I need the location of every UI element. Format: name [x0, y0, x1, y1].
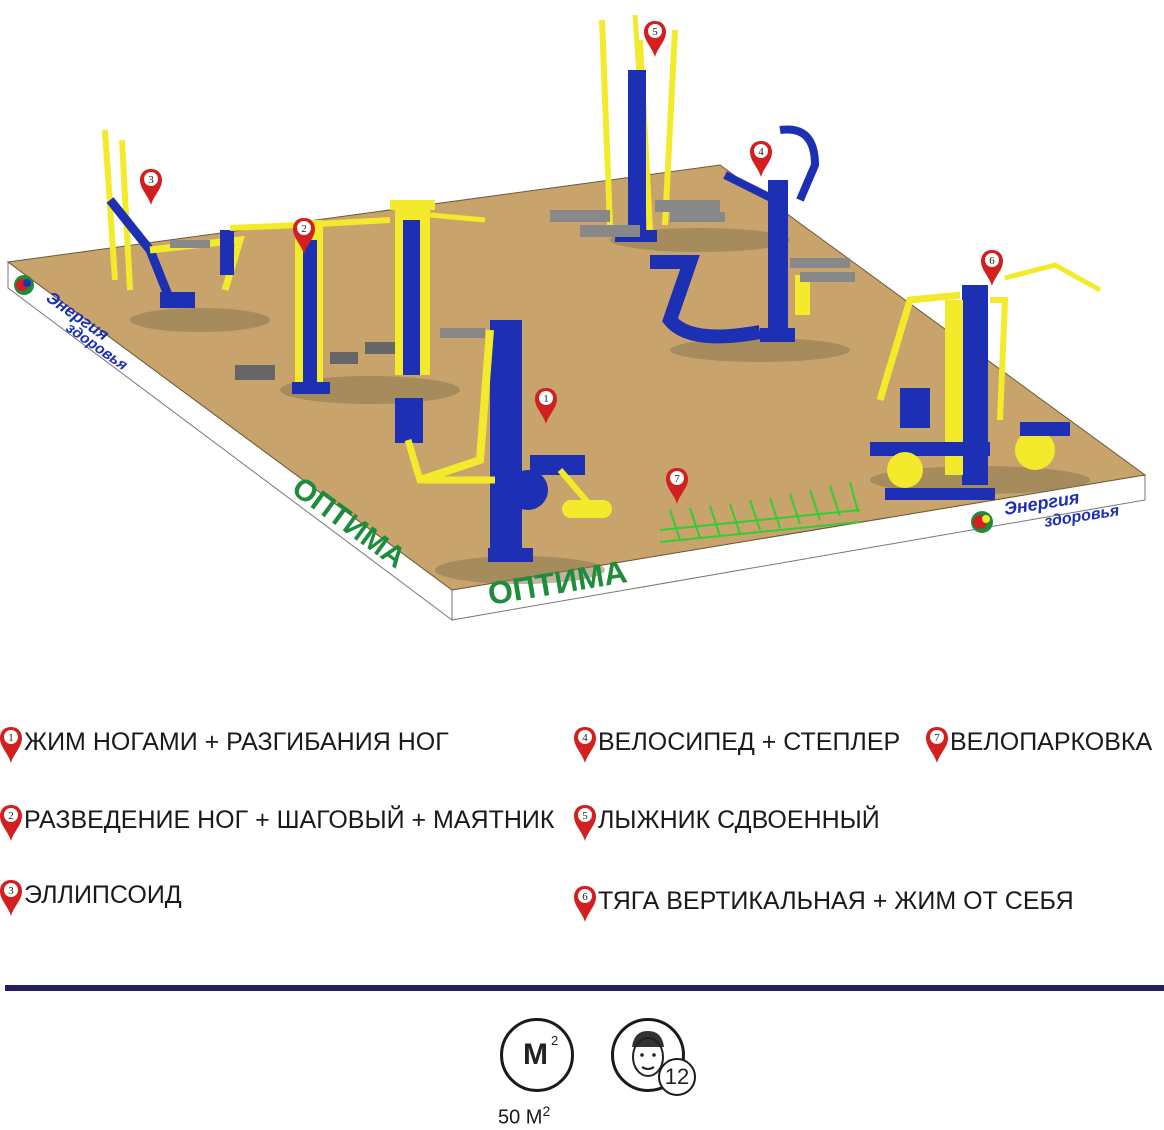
- svg-text:1: 1: [8, 732, 14, 744]
- equipment-bike-stepper: [650, 125, 855, 344]
- scene-marker-5: 5: [644, 21, 666, 57]
- legend-item-1: 1 ЖИМ НОГАМИ + РАЗГИБАНИЯ НОГ: [0, 727, 449, 765]
- user-count: 12: [664, 1064, 690, 1089]
- svg-text:6: 6: [989, 255, 995, 267]
- svg-text:6: 6: [582, 891, 588, 903]
- playground-illustration: Энергия здоровья Энергия здоровья ОПТИМА…: [6, 14, 1147, 621]
- legend-item-2: 2 РАЗВЕДЕНИЕ НОГ + ШАГОВЫЙ + МАЯТНИК: [0, 805, 554, 843]
- scene-marker-6: 6: [981, 250, 1003, 286]
- svg-text:4: 4: [582, 732, 588, 744]
- legend-label: ЛЫЖНИК СДВОЕННЫЙ: [598, 806, 880, 834]
- svg-text:5: 5: [652, 26, 658, 38]
- scene-marker-4: 4: [750, 141, 772, 177]
- map-pin-icon: 5: [574, 805, 596, 841]
- scene-marker-2: 2: [293, 218, 315, 254]
- legend-item-5: 5 ЛЫЖНИК СДВОЕННЫЙ: [574, 805, 880, 843]
- user-face-icon: [611, 1018, 685, 1092]
- legend-label: ТЯГА ВЕРТИКАЛЬНАЯ + ЖИМ ОТ СЕБЯ: [598, 887, 1074, 915]
- divider-line: [5, 985, 1164, 991]
- equipment-leg-press: [395, 320, 612, 562]
- svg-text:2: 2: [8, 810, 14, 822]
- map-pin-icon: 1: [0, 727, 22, 763]
- svg-text:5: 5: [582, 810, 588, 822]
- area-symbol: M: [523, 1038, 548, 1071]
- area-icon: M 2: [500, 1018, 574, 1092]
- equipment-ellipsoid: [102, 129, 245, 308]
- svg-text:3: 3: [8, 885, 14, 897]
- svg-text:1: 1: [543, 393, 549, 405]
- legend-item-6: 6 ТЯГА ВЕРТИКАЛЬНАЯ + ЖИМ ОТ СЕБЯ: [574, 886, 1074, 924]
- platform-top: [6, 164, 1147, 591]
- map-pin-icon: 6: [574, 886, 596, 922]
- scene-marker-1: 1: [535, 388, 557, 424]
- svg-text:7: 7: [674, 473, 680, 485]
- scene-marker-3: 3: [140, 169, 162, 205]
- svg-text:3: 3: [148, 174, 154, 186]
- svg-text:4: 4: [758, 146, 764, 158]
- legend-label: ВЕЛОПАРКОВКА: [950, 728, 1153, 756]
- area-symbol-exponent: 2: [551, 1033, 559, 1048]
- map-pin-icon: 3: [0, 880, 22, 916]
- area-value: 50 М2: [498, 1103, 551, 1129]
- equipment-double-skier: [550, 14, 725, 242]
- legend-label: ВЕЛОСИПЕД + СТЕПЛЕР: [598, 728, 901, 756]
- svg-text:2: 2: [301, 223, 307, 235]
- face-icon: [632, 1031, 664, 1077]
- legend-label: ЭЛЛИПСОИД: [24, 881, 182, 909]
- map-pin-icon: 2: [0, 805, 22, 841]
- legend-label: ЖИМ НОГАМИ + РАЗГИБАНИЯ НОГ: [24, 728, 449, 756]
- user-count-badge: 12: [658, 1058, 696, 1096]
- legend-item-4: 4 ВЕЛОСИПЕД + СТЕПЛЕР: [574, 727, 900, 765]
- scene-marker-7: 7: [666, 468, 688, 504]
- equipment-pulldown-press: [870, 262, 1102, 500]
- map-pin-icon: 4: [574, 727, 596, 763]
- bike-rack: [659, 481, 861, 543]
- map-pin-icon: 7: [926, 727, 948, 763]
- legend-item-7: 7 ВЕЛОПАРКОВКА: [926, 727, 1152, 765]
- legend-item-3: 3 ЭЛЛИПСОИД: [0, 880, 182, 918]
- legend-label: РАЗВЕДЕНИЕ НОГ + ШАГОВЫЙ + МАЯТНИК: [24, 806, 555, 834]
- svg-text:7: 7: [934, 732, 940, 744]
